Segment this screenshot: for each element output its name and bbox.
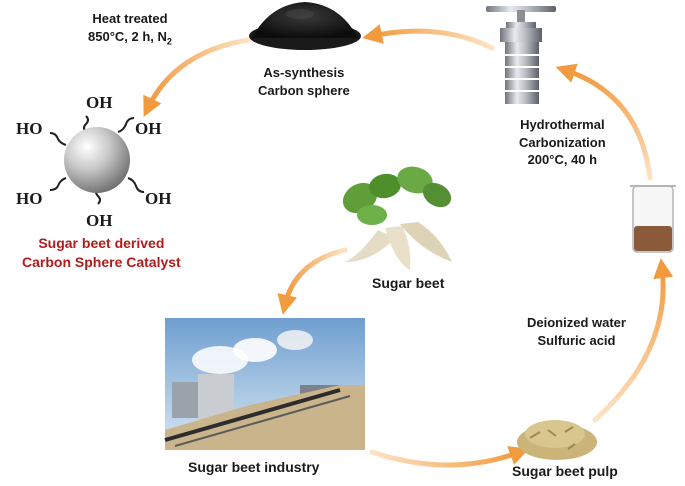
hydrothermal-label: Hydrothermal Carbonization 200°C, 40 h xyxy=(519,116,606,169)
hydroxyl-top: OH xyxy=(86,92,112,115)
hydroxyl-bottom: OH xyxy=(86,210,112,233)
beet-pulp-icon xyxy=(517,420,597,460)
hydrothermal-line1: Hydrothermal xyxy=(519,116,606,134)
factory-photo-icon xyxy=(165,318,365,450)
as-synthesis-label: As-synthesis Carbon sphere xyxy=(258,64,350,99)
heat-treat-line2: 850°C, 2 h, N2 xyxy=(88,28,172,48)
arrow-reactor-to-powder xyxy=(372,31,492,48)
hydroxyl-top-right: OH xyxy=(135,118,161,141)
hydroxyl-bottom-right: OH xyxy=(145,188,171,211)
pulp-label: Sugar beet pulp xyxy=(512,462,618,481)
sugar-beet-label: Sugar beet xyxy=(372,274,444,293)
industry-label: Sugar beet industry xyxy=(188,458,319,477)
arrow-beet-to-industry xyxy=(285,250,345,305)
reagents-label: Deionized water Sulfuric acid xyxy=(527,314,626,349)
catalyst-line1: Sugar beet derived xyxy=(22,234,181,253)
reagents-line2: Sulfuric acid xyxy=(527,332,626,350)
hydrothermal-line2: Carbonization xyxy=(519,134,606,152)
heat-treat-label: Heat treated 850°C, 2 h, N2 xyxy=(88,10,172,47)
sugar-beet-icon xyxy=(337,163,455,270)
catalyst-label: Sugar beet derived Carbon Sphere Catalys… xyxy=(22,234,181,272)
carbon-sphere-icon xyxy=(50,116,144,204)
beaker-icon xyxy=(630,186,676,252)
as-synthesis-line1: As-synthesis xyxy=(258,64,350,82)
carbon-powder-icon xyxy=(249,2,361,50)
as-synthesis-line2: Carbon sphere xyxy=(258,82,350,100)
arrow-powder-to-sphere xyxy=(148,40,248,108)
heat-treat-line1: Heat treated xyxy=(88,10,172,28)
reagents-line1: Deionized water xyxy=(527,314,626,332)
hydrothermal-line3: 200°C, 40 h xyxy=(519,151,606,169)
hydroxyl-bottom-left: HO xyxy=(16,188,42,211)
arrow-industry-to-pulp xyxy=(372,452,520,465)
catalyst-line2: Carbon Sphere Catalyst xyxy=(22,253,181,272)
hydroxyl-top-left: HO xyxy=(16,118,42,141)
autoclave-reactor-icon xyxy=(486,6,556,104)
